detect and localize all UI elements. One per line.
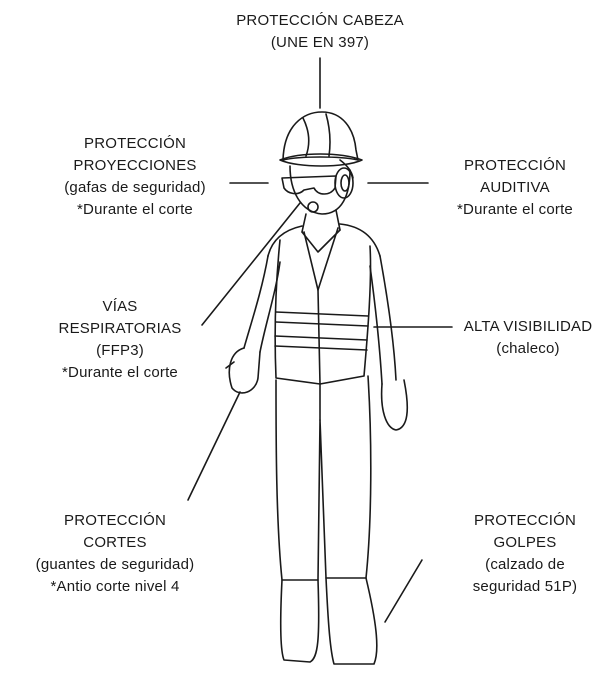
label-visibility-line1: ALTA VISIBILIDAD [463, 318, 593, 335]
respirator-mask [307, 201, 319, 213]
right-glove [380, 379, 409, 431]
label-eye-line1: PROTECCIÓN [83, 135, 186, 152]
label-cuts-line4: *Antio corte nivel 4 [50, 578, 180, 595]
label-eye-line3: (gafas de seguridad) [64, 179, 206, 196]
label-impact-protection: PROTECCIÓN GOLPES (calzado de seguridad … [440, 510, 610, 598]
right-arm [369, 255, 397, 385]
label-impacts-line4: seguridad 51P) [472, 578, 578, 595]
label-impacts-line3: (calzado de [485, 556, 565, 573]
label-cuts-line3: (guantes de seguridad) [35, 556, 195, 573]
ear-muff [334, 167, 354, 199]
label-visibility-line2: (chaleco) [496, 340, 560, 357]
label-hearing-line3: *Durante el corte [457, 201, 573, 218]
label-impacts-line2: GOLPES [493, 534, 557, 551]
head [289, 165, 351, 215]
label-hearing-line1: PROTECCIÓN [463, 157, 566, 174]
label-cuts-line1: PROTECCIÓN [63, 512, 166, 529]
label-head-standard: (UNE EN 397) [270, 34, 370, 51]
label-cuts-line2: CORTES [83, 534, 147, 551]
safety-glasses [281, 175, 337, 195]
label-respiratory-line2: RESPIRATORIAS [58, 320, 182, 337]
label-eye-line2: PROYECCIONES [73, 157, 197, 174]
label-head-protection: PROTECCIÓN CABEZA (UNE EN 397) [220, 10, 420, 54]
label-respiratory-protection: VÍAS RESPIRATORIAS (FFP3) *Durante el co… [30, 296, 210, 384]
label-respiratory-line3: (FFP3) [96, 342, 144, 359]
callout-respiratory [201, 202, 301, 326]
label-eye-line4: *Durante el corte [77, 201, 193, 218]
callout-cuts [187, 391, 241, 501]
helmet [282, 111, 359, 161]
label-eye-protection: PROTECCIÓN PROYECCIONES (gafas de seguri… [40, 133, 230, 221]
label-head-title: PROTECCIÓN CABEZA [236, 12, 404, 29]
label-hearing-line2: AUDITIVA [480, 179, 550, 196]
torso [267, 223, 381, 257]
label-respiratory-line4: *Durante el corte [62, 364, 178, 381]
label-impacts-line1: PROTECCIÓN [473, 512, 576, 529]
label-respiratory-line1: VÍAS [102, 298, 138, 315]
label-cut-protection: PROTECCIÓN CORTES (guantes de seguridad)… [2, 510, 228, 598]
left-arm [243, 255, 281, 353]
left-boot [279, 579, 320, 663]
callout-impacts [384, 559, 423, 623]
left-glove [228, 347, 261, 394]
right-boot [325, 577, 378, 665]
legs [275, 375, 372, 581]
label-high-visibility: ALTA VISIBILIDAD (chaleco) [448, 316, 608, 360]
label-hearing-protection: PROTECCIÓN AUDITIVA *Durante el corte [428, 155, 602, 221]
